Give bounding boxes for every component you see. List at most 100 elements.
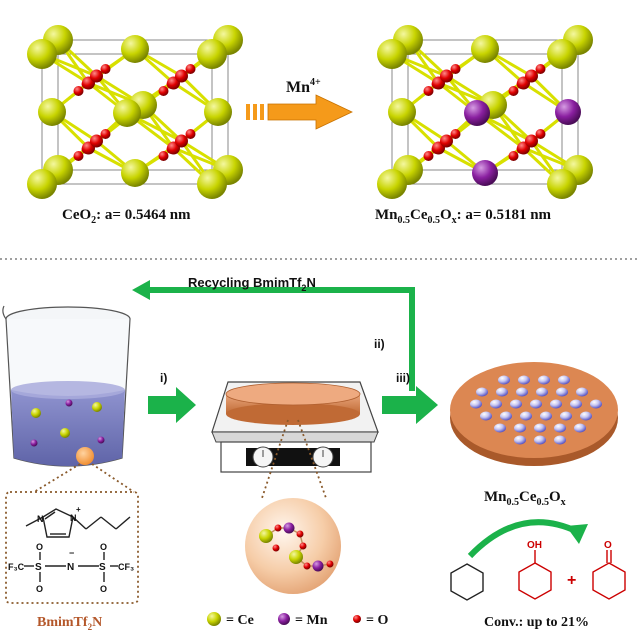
cyclohexanone bbox=[592, 562, 626, 600]
oxygen-atom bbox=[525, 69, 538, 83]
oxygen-atom bbox=[175, 134, 188, 148]
anion-cf3-right: CF₃ bbox=[118, 562, 134, 572]
ce-atom bbox=[204, 98, 232, 126]
ce-atom bbox=[113, 99, 141, 127]
mnceox-caption: Mn0.5Ce0.5Ox: a= 0.5181 nm bbox=[375, 207, 552, 226]
oxygen-atom bbox=[423, 86, 434, 96]
o-atom bbox=[299, 542, 307, 550]
catalyst-particle bbox=[556, 387, 568, 397]
recycling-arrow bbox=[132, 280, 415, 391]
catalyst-particles bbox=[470, 375, 602, 445]
catalyst-particle bbox=[538, 375, 550, 385]
catalyst-particle bbox=[500, 411, 512, 421]
oxygen-atom bbox=[100, 64, 111, 74]
ce-atom bbox=[121, 159, 149, 187]
mn-atom bbox=[312, 560, 324, 572]
oxygen-atom bbox=[90, 69, 103, 83]
precursor-zoom-ball bbox=[245, 498, 341, 594]
ce-atom bbox=[197, 39, 227, 69]
oxygen-atom bbox=[185, 64, 196, 74]
mn-atom bbox=[472, 160, 498, 186]
anion-s1: S bbox=[35, 562, 42, 573]
reaction-arrow bbox=[467, 519, 580, 559]
legend-mn-swatch bbox=[278, 613, 290, 625]
oxygen-atom bbox=[73, 86, 84, 96]
oxygen-atom bbox=[450, 64, 461, 74]
step-i-label: i) bbox=[160, 371, 167, 385]
legend-o-swatch bbox=[353, 615, 361, 623]
mnceox-unit-cell bbox=[377, 25, 593, 199]
legend-ce-swatch bbox=[207, 612, 221, 626]
catalyst-particle bbox=[520, 411, 532, 421]
oxygen-atom bbox=[508, 151, 519, 161]
mn-atom bbox=[555, 99, 581, 125]
anion-cf3-left: F₃C bbox=[8, 562, 25, 572]
oxygen-atom bbox=[158, 86, 169, 96]
catalyst-particle bbox=[514, 435, 526, 445]
anion-charge: − bbox=[69, 548, 74, 558]
ionic-liquid-label: BmimTf2N bbox=[37, 615, 102, 632]
cyclohexane bbox=[450, 563, 484, 601]
zoom-line-b bbox=[297, 419, 327, 499]
reaction-arrowhead bbox=[566, 524, 588, 544]
tf2n-anion bbox=[24, 552, 118, 582]
catalyst-particle bbox=[570, 399, 582, 409]
catalyst-particle bbox=[498, 375, 510, 385]
catalyst-particle bbox=[534, 423, 546, 433]
bmim-cation bbox=[25, 508, 131, 538]
oxygen-atom bbox=[175, 69, 188, 83]
catalyst-particle bbox=[554, 435, 566, 445]
legend-mn-label: = Mn bbox=[295, 613, 328, 628]
ce-atom bbox=[377, 169, 407, 199]
catalyst-particle bbox=[496, 387, 508, 397]
catalyst-particle bbox=[476, 387, 488, 397]
anion-s2: S bbox=[99, 562, 106, 573]
ionic-liquid-box bbox=[5, 491, 139, 604]
legend-o-label: = O bbox=[366, 613, 388, 628]
catalyst-label: Mn0.5Ce0.5Ox bbox=[484, 489, 566, 508]
mn-atom bbox=[464, 100, 490, 126]
ce-atom bbox=[471, 35, 499, 63]
cyclohexanone-o: O bbox=[604, 540, 612, 551]
catalyst-particle bbox=[516, 387, 528, 397]
oxygen-atom bbox=[90, 134, 103, 148]
legend-ce-label: = Ce bbox=[226, 613, 254, 628]
oxygen-atom bbox=[525, 134, 538, 148]
ce-atom bbox=[27, 169, 57, 199]
ceo2-unit-cell bbox=[27, 25, 243, 199]
oxygen-atom bbox=[73, 151, 84, 161]
catalyst-particle bbox=[580, 411, 592, 421]
ce-atom bbox=[197, 169, 227, 199]
catalyst-particle bbox=[576, 387, 588, 397]
catalyst-particle bbox=[470, 399, 482, 409]
ceo2-caption: CeO2: a= 0.5464 nm bbox=[62, 207, 191, 226]
drying-dish bbox=[225, 382, 361, 425]
step-iii-label: iii) bbox=[396, 371, 410, 385]
catalyst-particle bbox=[558, 375, 570, 385]
catalyst-particle bbox=[480, 411, 492, 421]
conversion-text: Conv.: up to 21% bbox=[484, 615, 589, 630]
catalyst-particle bbox=[490, 399, 502, 409]
cation-n2: N bbox=[70, 513, 77, 523]
catalyst-particle bbox=[514, 423, 526, 433]
zoom-line-a bbox=[261, 419, 289, 499]
legend: = Ce = Mn = O bbox=[207, 612, 388, 628]
catalyst-particle bbox=[560, 411, 572, 421]
step-i-arrow bbox=[148, 387, 196, 423]
cation-charge: + bbox=[76, 505, 81, 514]
ce-atom bbox=[377, 39, 407, 69]
cation-n1: N bbox=[37, 514, 44, 524]
oxygen-atom bbox=[423, 151, 434, 161]
beaker-particles bbox=[30, 399, 105, 465]
oxygen-atom bbox=[185, 129, 196, 139]
catalyst-particle bbox=[536, 387, 548, 397]
o-atom bbox=[296, 530, 304, 538]
oxygen-atom bbox=[450, 129, 461, 139]
anion-o4: O bbox=[100, 584, 107, 594]
recycling-label: Recycling BmimTf2N bbox=[188, 275, 316, 293]
mn4-label: Mn4+ bbox=[286, 77, 321, 96]
ionic-liquid-droplet bbox=[76, 447, 94, 465]
catalyst-particle bbox=[494, 423, 506, 433]
precursor-chain bbox=[259, 522, 334, 572]
